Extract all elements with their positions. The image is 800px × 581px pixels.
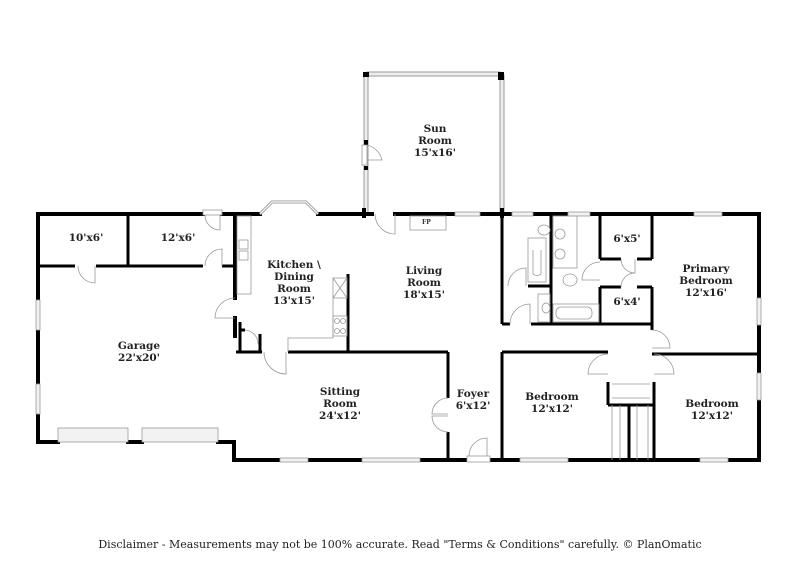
- room-dimensions: 6'x4': [613, 296, 641, 308]
- room-name: Kitchen \: [267, 259, 321, 271]
- disclaimer-text: Disclaimer - Measurements may not be 100…: [98, 538, 702, 551]
- room-label-storage-12x6: 12'x6': [161, 232, 196, 244]
- windows: [35, 200, 762, 463]
- room-name: Room: [418, 135, 452, 147]
- room-name: Garage: [117, 340, 161, 352]
- doors: [77, 209, 675, 463]
- room-dimensions: 24'x12': [319, 410, 361, 422]
- room-label-bedroom-2: Bedroom 12'x12': [685, 398, 739, 422]
- room-label-foyer: Foyer 6'x12': [456, 388, 491, 412]
- room-label-primary-bedroom: Primary Bedroom 12'x16': [679, 263, 733, 299]
- room-dimensions: 6'x12': [455, 400, 491, 412]
- room-name: Room: [277, 283, 311, 295]
- room-dimensions: 22'x20': [118, 352, 160, 364]
- room-label-sitting-room: Sitting Room 24'x12': [319, 386, 361, 422]
- room-label-living-room: Living Room 18'x15': [403, 265, 445, 301]
- fixtures: [236, 215, 600, 352]
- room-name: Foyer: [456, 388, 490, 400]
- room-label-garage: Garage 22'x20': [118, 340, 160, 364]
- room-label-bedroom-1: Bedroom 12'x12': [525, 391, 579, 415]
- room-dimensions: 6'x5': [613, 233, 641, 245]
- room-dimensions: 12'x6': [160, 232, 196, 244]
- interior-walls: [38, 214, 759, 460]
- room-label-closet-6x5: 6'x5': [613, 233, 640, 245]
- room-name: Sitting: [319, 386, 361, 398]
- fireplace-label: FP: [422, 219, 431, 226]
- room-label-closet-6x4: 6'x4': [613, 296, 640, 308]
- room-name: Primary: [682, 263, 730, 275]
- room-name: Room: [323, 398, 357, 410]
- room-name: Bedroom: [525, 391, 579, 403]
- room-name: Dining: [274, 271, 314, 283]
- room-name: Sun: [423, 123, 447, 135]
- room-label-sun-room: Sun Room 15'x16': [414, 123, 456, 159]
- room-name: Bedroom: [679, 275, 733, 287]
- room-dimensions: 18'x15': [403, 289, 445, 301]
- room-dimensions: 12'x16': [685, 287, 727, 299]
- room-name: Room: [407, 277, 441, 289]
- room-dimensions: 12'x12': [531, 403, 573, 415]
- room-name: Bedroom: [685, 398, 739, 410]
- room-name: Living: [405, 265, 443, 277]
- room-dimensions: 13'x15': [273, 295, 315, 307]
- room-dimensions: 15'x16': [414, 147, 456, 159]
- room-label-kitchen-dining: Kitchen \ Dining Room 13'x15': [267, 259, 321, 307]
- room-dimensions: 12'x12': [691, 410, 733, 422]
- room-dimensions: 10'x6': [68, 232, 104, 244]
- room-label-storage-10x6: 10'x6': [69, 232, 104, 244]
- sun-room-walls: [361, 71, 505, 214]
